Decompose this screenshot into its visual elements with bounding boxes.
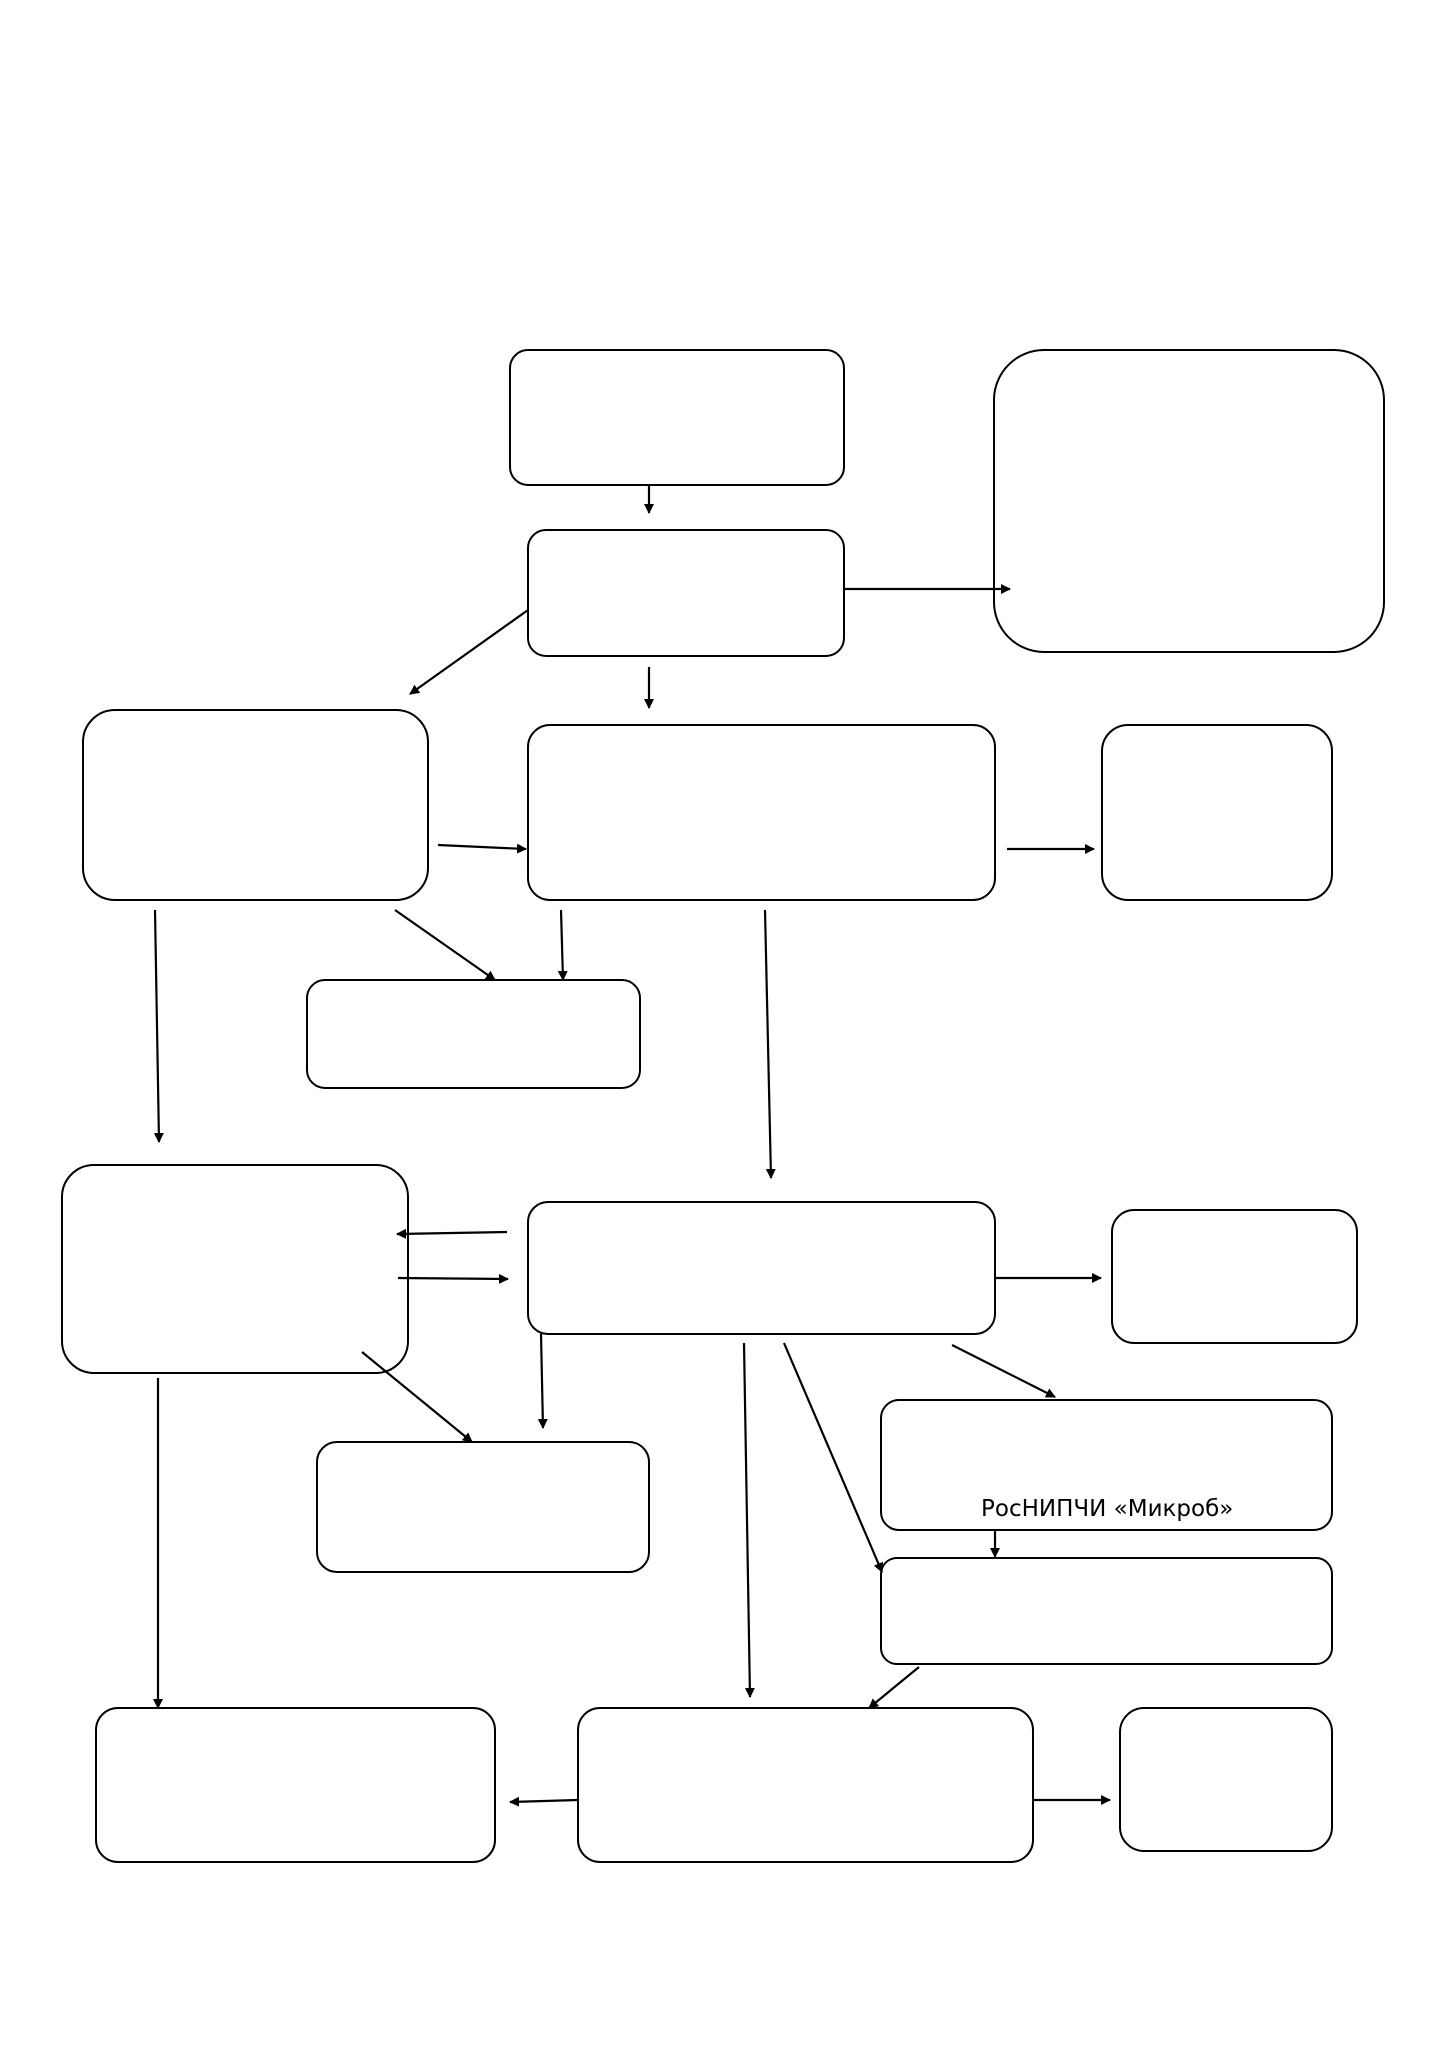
box-left-upper xyxy=(82,709,429,901)
box-bottom-center xyxy=(577,1707,1034,1863)
arrow-left-upper-to-left-middle xyxy=(153,909,164,1143)
arrow-center-middle-to-mikrob xyxy=(951,1344,1056,1398)
arrow-left-middle-to-center-middle xyxy=(397,1273,509,1284)
box-lower-left-small xyxy=(316,1441,650,1573)
arrow-center-middle-to-lower-left-small xyxy=(537,1333,548,1429)
box-center-middle xyxy=(527,1201,996,1335)
box-middle-small xyxy=(306,979,641,1089)
box-right-middle xyxy=(1111,1209,1358,1344)
box-second-center xyxy=(527,529,845,657)
box-right-upper xyxy=(1101,724,1333,901)
box-left-middle xyxy=(61,1164,409,1374)
box-bottom-right xyxy=(1119,1707,1333,1852)
arrow-center-middle-to-below-mikrob xyxy=(782,1342,884,1573)
arrow-below-mikrob-to-bottom-center xyxy=(868,1666,920,1709)
arrow-left-upper-to-center-upper xyxy=(437,843,527,854)
arrow-center-upper-to-center-middle xyxy=(763,909,776,1179)
arrow-center-upper-to-middle-small xyxy=(557,909,568,981)
arrow-left-middle-to-lower-left-small xyxy=(361,1351,473,1443)
arrow-second-to-left-upper xyxy=(409,609,529,695)
box-bottom-left xyxy=(95,1707,496,1863)
box-top-right-large xyxy=(993,349,1385,653)
box-mikrob xyxy=(880,1399,1333,1531)
box-center-upper xyxy=(527,724,996,901)
arrow-left-upper-to-middle-small xyxy=(394,909,496,981)
mikrob-label: РосНИПЧИ «Микроб» xyxy=(981,1496,1233,1522)
arrow-center-middle-to-bottom-center xyxy=(742,1342,755,1698)
arrow-bottom-center-to-bottom-left xyxy=(509,1796,579,1807)
box-below-mikrob xyxy=(880,1557,1333,1665)
arrow-center-middle-to-left-middle xyxy=(396,1228,508,1239)
box-top-center xyxy=(509,349,845,486)
